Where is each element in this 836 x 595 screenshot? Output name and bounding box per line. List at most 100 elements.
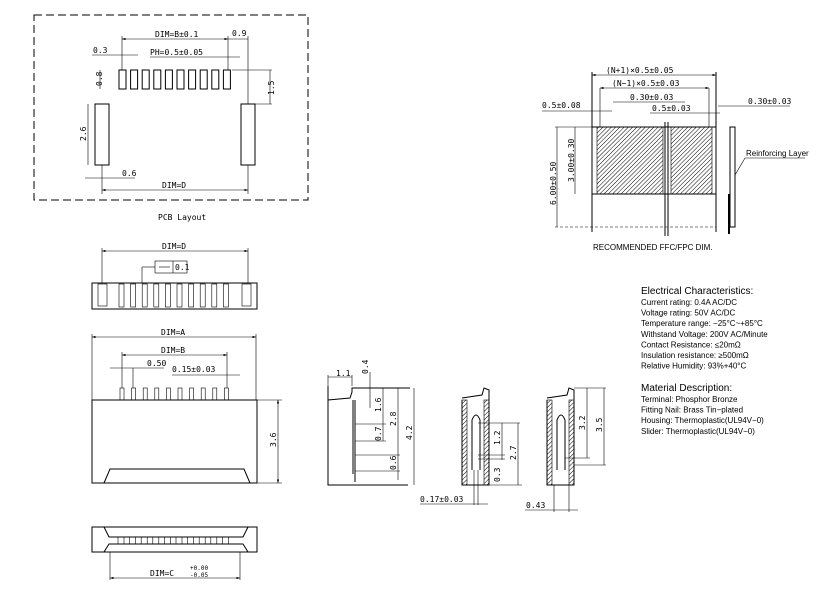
bottom-terminal	[140, 536, 148, 545]
top-housing	[91, 399, 258, 484]
material-line: Fitting Nail: Brass Tin−plated	[641, 406, 743, 415]
reinforcing-layer-label: Reinforcing Layer	[746, 149, 809, 158]
ffc-conductors-left	[596, 126, 664, 195]
pcb-pad	[222, 69, 231, 90]
side-dim-1-2: 1.2	[493, 430, 502, 445]
front-dim-d: DIM=D	[162, 242, 186, 251]
electrical-line: Voltage rating: 50V AC/DC	[641, 309, 736, 318]
material-line: Terminal: Phosphor Bronze	[641, 395, 738, 404]
side-dim-1-1: 1.1	[336, 369, 351, 378]
pcb-layout: DIM=B±0.1 0.9 0.3 PH=0.5±0.05 0.8 1.5 2.…	[33, 14, 309, 222]
bottom-tol-plus: +0.00	[190, 565, 208, 572]
front-terminal	[153, 283, 160, 308]
bottom-terminal	[187, 536, 194, 545]
bottom-housing	[91, 526, 258, 553]
pcb-layout-title: PCB Layout	[158, 213, 206, 222]
side-dim-0-4: 0.4	[361, 359, 370, 374]
side-dim-4-2: 4.2	[405, 425, 414, 440]
front-view: DIM=D 0.1	[91, 242, 258, 310]
front-terminal	[199, 283, 206, 308]
top-terminal	[224, 387, 229, 401]
electrical-line: Withstand Voltage: 200V AC/Minute	[641, 330, 768, 339]
pcb-fitting-pad-right	[240, 103, 256, 166]
pcb-signal-pads	[118, 69, 231, 90]
material-heading: Material Description:	[641, 383, 732, 394]
front-terminal	[211, 283, 218, 308]
side-dim-0-3: 0.3	[493, 467, 502, 482]
pcb-dim-2-6: 2.6	[79, 126, 88, 141]
top-terminal	[177, 387, 183, 401]
pcb-dim-0-3: 0.3	[93, 46, 108, 55]
pcb-pad	[141, 69, 150, 90]
electrical-line: Relative Humidity: 93%+40°C	[641, 362, 746, 371]
front-housing	[91, 282, 258, 310]
electrical-heading: Electrical Characteristics:	[641, 286, 753, 297]
bottom-terminal	[152, 536, 160, 545]
reinforcing-layer	[729, 126, 736, 228]
side-views: 1.1 0.4 1.6 2.8 4.2 0.7 0.6 1.2 2.7 0.3 …	[327, 359, 606, 512]
ffc-thickness: 0.30±0.03	[748, 97, 792, 106]
electrical-line: Insulation resistance: ≥500mΩ	[641, 351, 749, 360]
top-height: 3.6	[269, 432, 278, 447]
top-dim-b: DIM=B	[161, 346, 185, 355]
front-terminal	[141, 283, 148, 308]
ffc-total-width: (N+1)×0.5±0.05	[606, 66, 674, 75]
pcb-pad	[188, 69, 197, 90]
side-dim-3-5: 3.5	[595, 417, 604, 432]
bottom-terminal	[164, 536, 171, 545]
bottom-terminal	[198, 536, 206, 545]
ffc-title: RECOMMENDED FFC/FPC DIM.	[593, 243, 713, 252]
electrical-line: Contact Resistance: ≤20mΩ	[641, 340, 741, 349]
front-terminal	[165, 283, 171, 308]
pcb-dim-b: DIM=B±0.1	[155, 30, 199, 39]
pcb-dim-0-6: 0.6	[122, 169, 137, 178]
pcb-dim-1-5: 1.5	[267, 80, 276, 95]
side-dim-0-6: 0.6	[389, 455, 398, 470]
ffc-recommended-dims: (N+1)×0.5±0.05 (N−1)×0.5±0.03 0.30±0.03 …	[542, 66, 809, 252]
pcb-dim-0-9: 0.9	[232, 29, 247, 38]
ffc-conductor-width: 0.30±0.03	[630, 93, 674, 102]
top-terminal	[119, 387, 125, 401]
side-dim-2-7: 2.7	[509, 445, 518, 460]
top-terminal	[189, 387, 194, 401]
material-line: Slider: Thermoplastic(UL94V−0)	[641, 427, 755, 436]
top-dim-a: DIM=A	[161, 328, 185, 337]
front-fitting-nail	[97, 283, 108, 307]
ffc-length-total: 6.00±0.50	[549, 161, 558, 205]
ffc-edge: 0.5±0.08	[542, 101, 581, 110]
bottom-view: DIM=C +0.00 -0.05	[91, 526, 258, 580]
side-dim-0-7: 0.7	[374, 426, 383, 441]
pcb-pad	[118, 69, 127, 90]
side-dim-3-2: 3.2	[578, 415, 587, 430]
front-terminal	[188, 283, 194, 308]
electrical-characteristics: Electrical Characteristics: Current rati…	[641, 286, 768, 371]
bottom-dim-c: DIM=C	[150, 569, 174, 578]
top-terminal	[154, 387, 160, 401]
top-terminal	[131, 387, 136, 401]
pcb-dim-d: DIM=D	[162, 181, 186, 190]
pcb-pad	[176, 69, 185, 90]
pcb-pad	[153, 69, 162, 90]
ffc-pitch: 0.5±0.03	[652, 104, 691, 113]
front-terminal	[118, 283, 125, 308]
bottom-terminal	[175, 536, 183, 545]
side-dim-0-17: 0.17±0.03	[420, 495, 464, 504]
bottom-tol-minus: -0.05	[190, 572, 208, 579]
side-dim-1-6: 1.6	[374, 397, 383, 412]
side-dim-0-43: 0.43	[526, 501, 545, 510]
top-terminal	[200, 387, 206, 401]
ffc-inner-width: (N−1)×0.5±0.03	[612, 79, 680, 88]
front-terminal	[223, 283, 229, 308]
bottom-terminal	[210, 536, 218, 545]
top-view: DIM=A DIM=B 0.50 0.15±0.03 3.6	[91, 328, 282, 484]
top-pin-width: 0.15±0.03	[172, 365, 216, 374]
top-terminal	[142, 387, 148, 401]
pcb-pad	[199, 69, 208, 90]
ffc-conductors-right	[670, 126, 713, 195]
pcb-pad	[211, 69, 220, 90]
pcb-boundary	[33, 14, 309, 201]
side-dim-2-8: 2.8	[389, 411, 398, 426]
top-terminal	[212, 387, 218, 401]
pcb-pad	[164, 69, 173, 90]
